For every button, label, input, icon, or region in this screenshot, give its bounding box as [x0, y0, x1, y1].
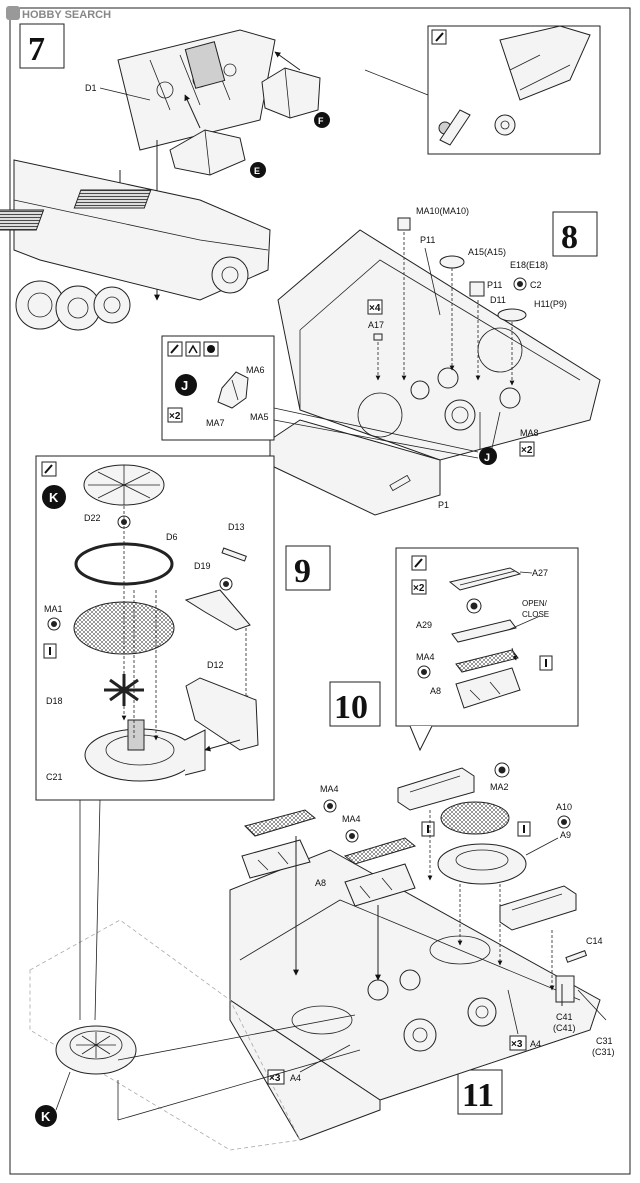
marker-e [250, 162, 266, 178]
label-ma4a: MA4 [320, 784, 339, 794]
marker-k-main-text: K [41, 1109, 51, 1124]
part-a8 [455, 667, 521, 709]
label-e18: E18(E18) [510, 260, 548, 270]
step-7-box [19, 23, 65, 69]
part-d18 [104, 674, 144, 706]
label-d19: D19 [194, 561, 211, 571]
mult-x4: ×4 [369, 303, 381, 314]
label-d6: D6 [166, 532, 178, 542]
step-11-box [457, 1069, 503, 1115]
label-c2: C2 [530, 280, 542, 290]
label-c14: C14 [586, 936, 603, 946]
label-p11a: P11 [420, 235, 435, 245]
label-d1: D1 [85, 83, 97, 93]
marker-k-sub-text: K [49, 490, 59, 505]
watermark-text: HOBBY SEARCH [22, 9, 111, 21]
part-d12 [185, 677, 259, 751]
label-a10: A10 [556, 802, 572, 812]
label-ma4: MA4 [416, 652, 435, 662]
marker-k-main [35, 1105, 57, 1127]
marker-j-sub [175, 374, 197, 396]
label-a29: A29 [416, 620, 432, 630]
label-ma4b: MA4 [342, 814, 361, 824]
label-d22: D22 [84, 513, 101, 523]
mult-x2a: ×2 [521, 445, 533, 456]
part-ma2-mesh [440, 801, 510, 835]
label-c31: C31 [596, 1036, 613, 1046]
part-d13 [221, 547, 247, 562]
marker-j-main-text: J [484, 452, 490, 464]
label-d12: D12 [207, 660, 224, 670]
step-10-number-box [329, 681, 381, 727]
part-a9 [437, 843, 527, 885]
marker-f-text: F [318, 116, 324, 126]
label-open: OPEN/ [522, 599, 548, 608]
label-a4b: A4 [290, 1073, 301, 1083]
mult-x2c: ×2 [413, 583, 425, 594]
label-d18: D18 [46, 696, 63, 706]
mult-x3a: ×3 [511, 1039, 523, 1050]
marker-k-sub [42, 485, 66, 509]
page-border [9, 7, 631, 1175]
label-h11: H11(P9) [534, 299, 567, 309]
step-9-number: 9 [294, 553, 311, 590]
label-ma6: MA6 [246, 365, 265, 375]
mult-x2b: ×2 [169, 411, 181, 422]
road-wheels [15, 256, 249, 331]
hull-side-plate [29, 919, 301, 1151]
label-a8-11: A8 [315, 878, 326, 888]
label-d11: D11 [490, 295, 506, 305]
marker-f [314, 112, 330, 128]
step-10: 10 ×2 A27 OPEN/ CLOSE A29 MA4 A8 [329, 547, 579, 752]
label-a27: A27 [532, 568, 548, 578]
step-9: 9 K D22 D6 MA1 D18 C21 D [35, 455, 331, 801]
label-close: CLOSE [522, 610, 549, 619]
label-a4a: A4 [530, 1039, 541, 1049]
label-ma7: MA7 [206, 418, 225, 428]
step-9-number-box [285, 545, 331, 591]
label-a17: A17 [368, 320, 384, 330]
part-d19 [184, 589, 251, 631]
label-a15: A15(A15) [468, 247, 506, 257]
part-ma4 [455, 649, 519, 673]
label-ma8: MA8 [520, 428, 539, 438]
step-10-number: 10 [334, 689, 368, 726]
label-c31b: (C31) [592, 1047, 615, 1057]
part-f [261, 67, 321, 119]
label-ma5: MA5 [250, 412, 269, 422]
label-d13: D13 [228, 522, 245, 532]
label-ma10: MA10(MA10) [416, 206, 469, 216]
marker-j-sub-text: J [181, 378, 188, 393]
label-p11b: P11 [487, 280, 502, 290]
step-8: 8 P1 MA10(MA10) P11 A15(A15) E18(E18) P1… [161, 206, 601, 516]
step-8-box [552, 211, 598, 257]
step-7: 7 D1 F E [0, 23, 601, 331]
label-a9: A9 [560, 830, 571, 840]
mult-x3b: ×3 [269, 1073, 281, 1084]
step-8-number: 8 [561, 219, 578, 256]
label-ma1: MA1 [44, 604, 63, 614]
label-c21: C21 [46, 772, 63, 782]
part-a29 [451, 619, 517, 643]
label-ma2: MA2 [490, 782, 509, 792]
step-11-number: 11 [462, 1077, 494, 1114]
hull-interior [277, 229, 601, 461]
label-p1: P1 [438, 500, 449, 510]
marker-j-main [479, 447, 497, 465]
label-c41: C41 [556, 1012, 573, 1022]
step-11: 11 MA4 A8 MA4 [29, 762, 615, 1151]
label-a8: A8 [430, 686, 441, 696]
marker-e-text: E [254, 166, 260, 176]
watermark: HOBBY SEARCH [6, 6, 111, 21]
label-c41b: (C41) [553, 1023, 576, 1033]
step-7-number: 7 [28, 31, 45, 68]
